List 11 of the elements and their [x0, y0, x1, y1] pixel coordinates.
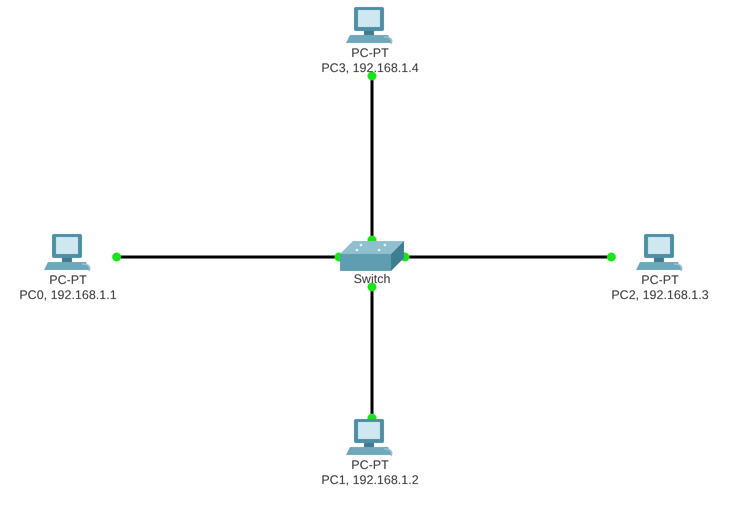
device-label: PC1, 192.168.1.2 [321, 473, 419, 488]
device-type-label: PC-PT [49, 273, 87, 288]
device-label: PC0, 192.168.1.1 [19, 288, 117, 303]
device-label: PC2, 192.168.1.3 [611, 288, 709, 303]
device-label: Switch [354, 272, 390, 287]
device-type-label: PC-PT [351, 458, 389, 473]
device-type-label: PC-PT [641, 273, 679, 288]
device-label: PC3, 192.168.1.4 [321, 61, 419, 76]
device-type-label: PC-PT [351, 46, 389, 61]
network-cable [112, 252, 344, 262]
network-cable [400, 252, 616, 262]
